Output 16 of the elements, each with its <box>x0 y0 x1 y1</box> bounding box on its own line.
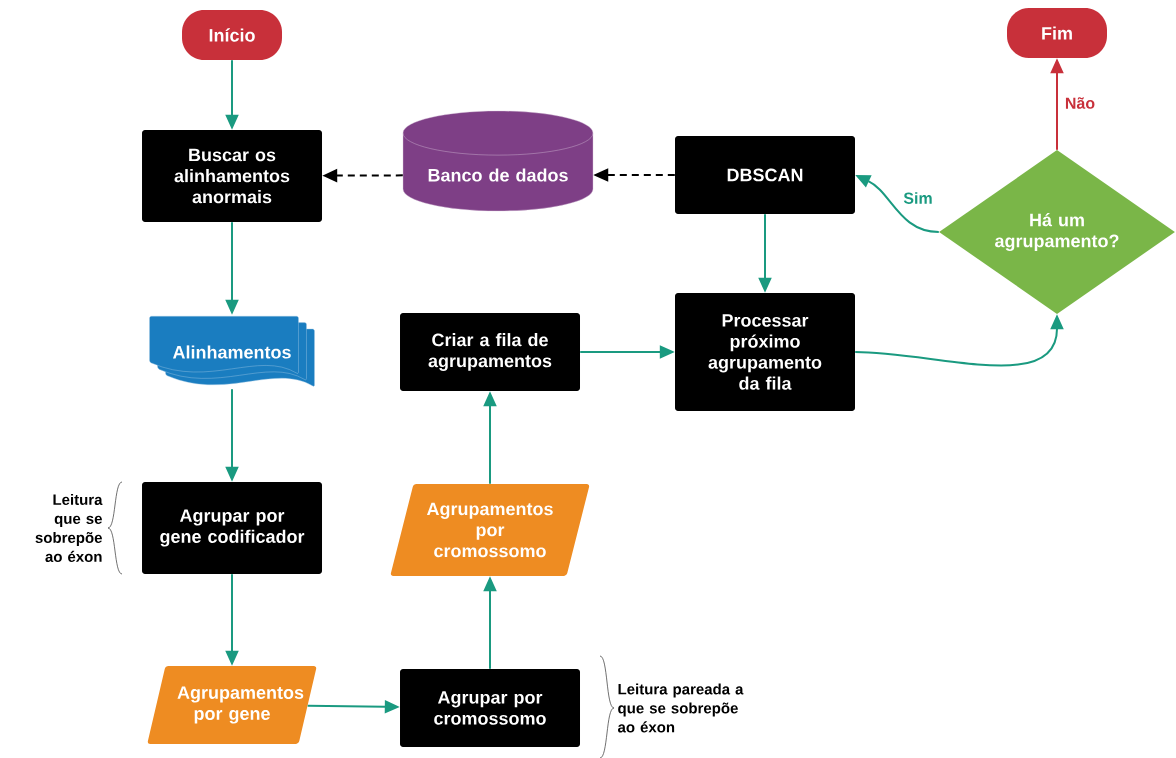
terminal-pill: Fim <box>1007 8 1107 58</box>
document-stack: Alinhamentos <box>149 316 315 387</box>
database-cylinder: Banco de dados <box>402 110 594 212</box>
process-box: Agrupar por gene codificador <box>142 482 322 574</box>
data-parallelogram: Agrupamentos por gene <box>147 666 317 744</box>
edge-label: Não <box>1063 96 1097 110</box>
terminal-pill: Início <box>182 10 282 60</box>
process-box: Buscar os alinhamentos anormais <box>142 130 322 222</box>
edge-label: Sim <box>902 191 934 205</box>
data-parallelogram: Agrupamentos por cromossomo <box>390 484 590 576</box>
note-text: Leitura que se sobrepõe ao éxon <box>35 494 103 562</box>
process-box: Processar próximo agrupamento da fila <box>675 293 855 411</box>
note-text: Leitura pareada a que se sobrepõe ao éxon <box>618 683 744 733</box>
process-box: Agrupar por cromossomo <box>400 669 580 747</box>
process-box: DBSCAN <box>675 136 855 214</box>
process-box: Criar a fila de agrupamentos <box>400 313 580 391</box>
